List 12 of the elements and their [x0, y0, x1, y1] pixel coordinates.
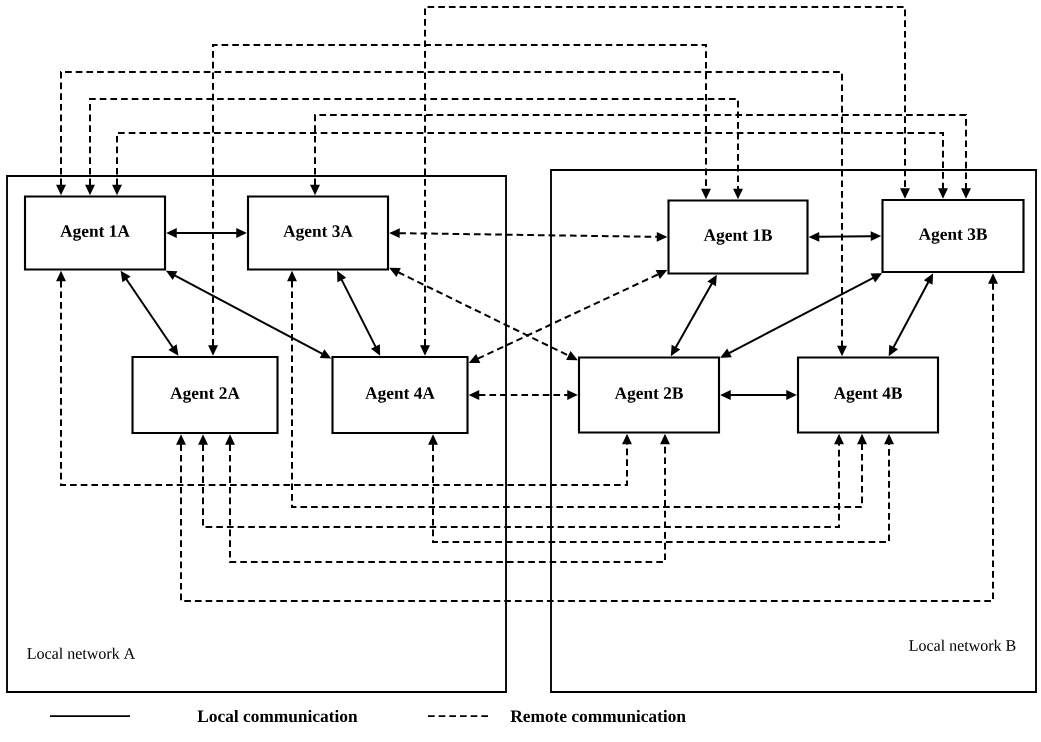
agent-box: Agent 1B	[667, 199, 809, 275]
network-label: Local network A	[27, 647, 136, 659]
agent-box: Agent 3A	[246, 195, 390, 271]
agent-box: Agent 2A	[131, 355, 279, 435]
agent-box: Agent 4A	[331, 355, 469, 435]
network-label: Local network B	[909, 639, 1016, 651]
legend-text: Local communication	[197, 709, 358, 723]
agent-box: Agent 1A	[23, 195, 167, 271]
agent-box: Agent 4B	[796, 356, 940, 434]
agent-box: Agent 2B	[577, 356, 721, 434]
legend-text: Remote communication	[510, 709, 686, 723]
agent-box: Agent 3B	[881, 198, 1025, 274]
